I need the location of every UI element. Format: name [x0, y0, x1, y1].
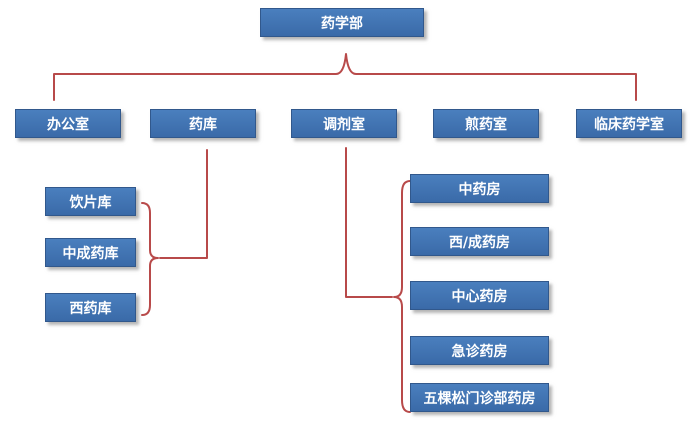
- dept-node-label: 临床药学室: [594, 116, 664, 133]
- dept-node-decoction-room: 煎药室: [433, 109, 539, 138]
- dept-node-office: 办公室: [15, 109, 121, 138]
- pharmacy-node-label: 中药房: [458, 181, 501, 198]
- storage-node-western: 西药库: [45, 293, 136, 322]
- pharmacy-bracket: [393, 180, 411, 413]
- pharmacy-node-western-patent: 西/成药房: [410, 227, 549, 256]
- storage-node-label: 饮片库: [69, 194, 112, 211]
- dept-node-clinical-pharmacy: 临床药学室: [576, 109, 682, 138]
- pharmacy-node-emergency: 急诊药房: [410, 336, 549, 365]
- storage-node-label: 西药库: [69, 300, 112, 317]
- dept-node-label: 药库: [189, 116, 217, 133]
- root-node-pharmacy-dept: 药学部: [260, 8, 424, 37]
- storage-bracket: [141, 202, 159, 316]
- dept-node-dispensary: 调剂室: [291, 109, 397, 138]
- root-node-label: 药学部: [321, 15, 363, 32]
- dept-node-label: 煎药室: [465, 116, 507, 133]
- root-brace: [53, 53, 637, 101]
- storage-connector: [159, 149, 208, 259]
- pharmacy-node-label: 中心药房: [451, 288, 508, 305]
- dept-node-label: 调剂室: [323, 116, 365, 133]
- pharmacy-node-label: 急诊药房: [451, 343, 508, 360]
- pharmacy-node-label: 西/成药房: [448, 234, 511, 251]
- pharmacy-node-central: 中心药房: [410, 281, 549, 310]
- pharmacy-node-label: 五棵松门诊部药房: [423, 390, 536, 407]
- pharmacy-connector: [345, 147, 393, 298]
- storage-node-label: 中成药库: [62, 245, 119, 262]
- storage-node-herbal-pieces: 饮片库: [45, 187, 136, 216]
- dept-node-drug-store: 药库: [150, 109, 256, 138]
- dept-node-label: 办公室: [47, 116, 89, 133]
- storage-node-chinese-patent: 中成药库: [45, 238, 136, 267]
- pharmacy-node-tcm: 中药房: [410, 174, 549, 203]
- pharmacy-node-wukesong-clinic: 五棵松门诊部药房: [410, 383, 549, 412]
